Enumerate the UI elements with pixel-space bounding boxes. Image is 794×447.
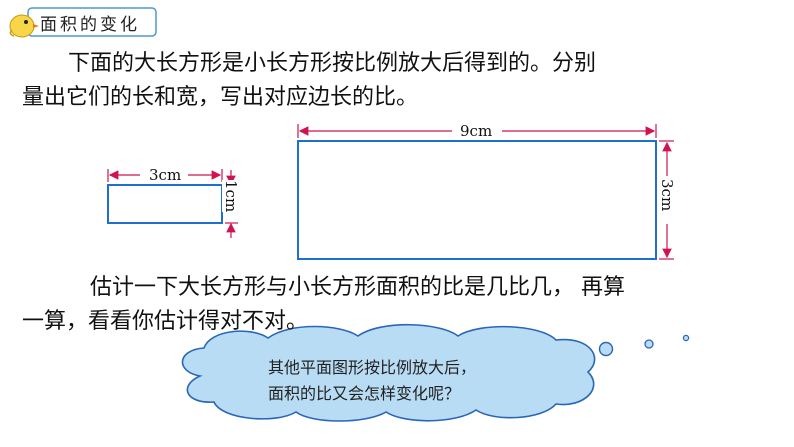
bubble-line-2: 面积的比又会怎样变化呢？ bbox=[268, 384, 461, 403]
thought-bubble-shape bbox=[181, 323, 596, 422]
small-width-label: 1cm bbox=[222, 180, 240, 213]
large-rectangle bbox=[297, 140, 657, 260]
instruction-line-1: 下面的大长方形是小长方形按比例放大后得到的。分别 bbox=[68, 51, 597, 76]
chick-icon bbox=[9, 14, 39, 38]
instruction-line-2: 量出它们的长和宽，写出对应边长的比。 bbox=[22, 85, 419, 110]
question-line-1: 估计一下大长方形与小长方形面积的比是几比几， 再算 bbox=[90, 275, 625, 300]
thought-dot-medium bbox=[644, 339, 654, 349]
thought-dot-small bbox=[682, 334, 690, 342]
small-length-label: 3cm bbox=[147, 166, 184, 184]
large-length-label: 9cm bbox=[458, 122, 495, 140]
large-width-label: 3cm bbox=[658, 179, 676, 212]
header-title: 面积的变化 bbox=[40, 15, 140, 35]
bubble-line-1: 其他平面图形按比例放大后， bbox=[268, 358, 477, 377]
small-rectangle bbox=[107, 184, 223, 224]
question-line-2: 一算，看看你估计得对不对。 bbox=[22, 309, 309, 334]
thought-dot-large bbox=[598, 341, 614, 357]
section-header: 面积的变化 bbox=[6, 6, 158, 38]
